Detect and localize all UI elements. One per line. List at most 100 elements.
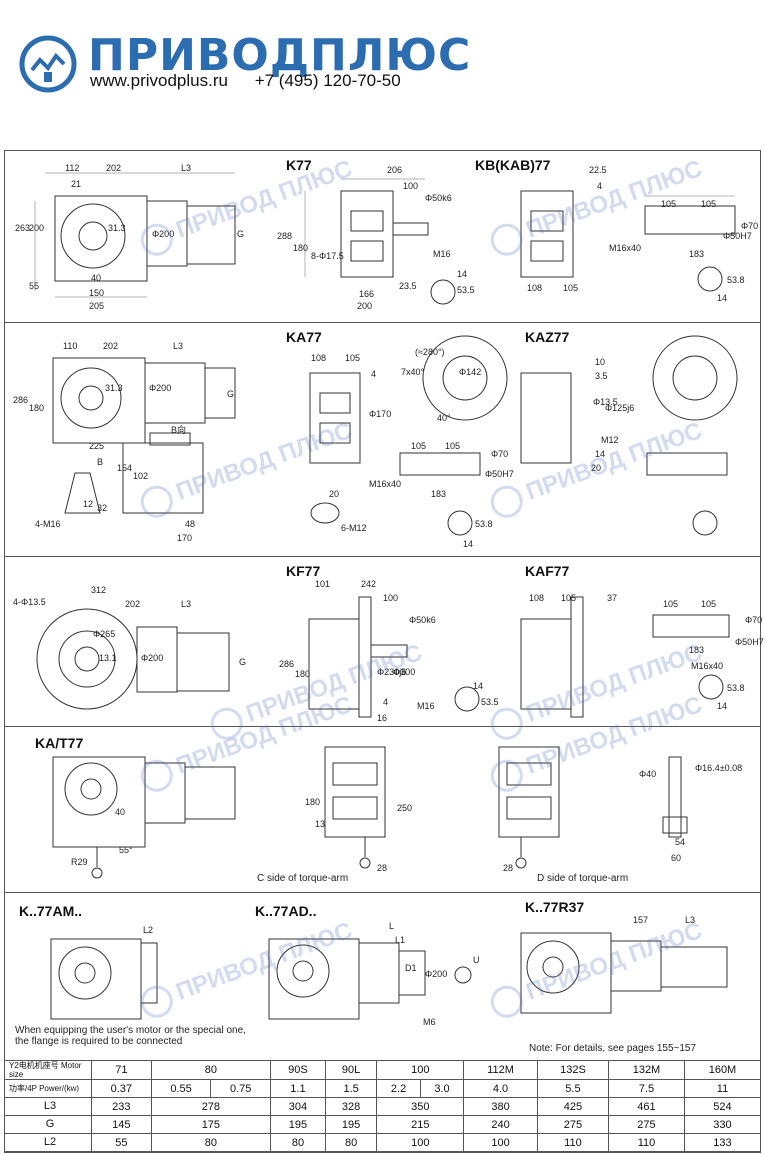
dim: 10 <box>595 357 606 367</box>
header: ПРИВОДПЛЮС www.privodplus.ru +7 (495) 12… <box>0 0 765 120</box>
table-row: L2 55 80 80 80 100 100 110 110 133 <box>4 1133 762 1152</box>
dim: Φ265 <box>93 629 116 639</box>
table-cell: 110 <box>608 1133 685 1152</box>
phone-number: +7 (495) 120-70-50 <box>254 71 401 90</box>
table-cell: 304 <box>270 1097 326 1116</box>
title-k77: K77 <box>286 157 312 173</box>
dim: 4 <box>383 697 389 707</box>
table-cell: 55 <box>91 1133 152 1152</box>
dim: 105 <box>663 599 679 609</box>
table-cell: 110 <box>536 1133 610 1152</box>
dim: 55° <box>119 845 133 855</box>
title-kaz77: KAZ77 <box>525 329 570 345</box>
dim: 150 <box>89 288 105 298</box>
dim: 180 <box>293 243 309 253</box>
dim: 14 <box>457 269 468 279</box>
table-row: G 145 175 195 195 215 240 275 275 330 <box>4 1115 762 1134</box>
dim: G <box>237 229 245 239</box>
row-header: 功率/4P Power/(kw) <box>4 1079 92 1098</box>
table-cell: 133 <box>683 1133 762 1152</box>
dim: 180 <box>295 669 311 679</box>
dim: Φ50H7 <box>723 231 752 241</box>
title-kaf77: KAF77 <box>525 563 570 579</box>
table-cell: 112M <box>463 1060 538 1080</box>
drawing-sheet: K77 KB(KAB)77 112 202 L3 21 263 200 31.3… <box>4 150 764 1153</box>
dim: (≈280°) <box>415 347 445 357</box>
table-cell: 80 <box>270 1133 326 1152</box>
table-cell: 380 <box>463 1097 538 1116</box>
section-kat77: KA/T77 40 55° R29 180 13 250 28 28 Φ40 Φ… <box>5 691 760 893</box>
dim: Φ230j6 <box>377 667 407 677</box>
dim: 263 <box>15 223 31 233</box>
dim: 6-M12 <box>341 523 367 533</box>
row-header: L2 <box>4 1133 92 1152</box>
dim: M16x40 <box>609 243 642 253</box>
dim: Φ16.4±0.08 <box>695 763 743 773</box>
table-cell: 11 <box>683 1079 762 1098</box>
table-cell: 5.5 <box>536 1079 610 1098</box>
table-cell: 233 <box>91 1097 152 1116</box>
dim: Φ142 <box>459 367 482 377</box>
dim: 180 <box>305 797 321 807</box>
title-k77ad: K..77AD.. <box>255 903 317 919</box>
dim: 105 <box>701 199 717 209</box>
dim: D1 <box>405 963 417 973</box>
section-k77: K77 KB(KAB)77 112 202 L3 21 263 200 31.3… <box>5 151 760 323</box>
dim: 170 <box>177 533 193 543</box>
table-cell: 461 <box>608 1097 685 1116</box>
dim: 37 <box>607 593 618 603</box>
dim: B <box>97 457 104 467</box>
dim: 242 <box>361 579 377 589</box>
website-link[interactable]: www.privodplus.ru <box>90 71 228 90</box>
dim: 53.5 <box>481 697 499 707</box>
dim: 28 <box>377 863 388 873</box>
dim: 22.5 <box>589 165 607 175</box>
dim: 205 <box>89 301 105 311</box>
dim: 14 <box>463 539 474 549</box>
dim: 105 <box>561 593 577 603</box>
dim: 53.8 <box>727 683 745 693</box>
dim: U <box>473 955 480 965</box>
dim: 48 <box>185 519 196 529</box>
dim: 100 <box>383 593 399 603</box>
dim: B向 <box>171 425 187 435</box>
table-cell: 275 <box>608 1115 685 1134</box>
table-cell: 80 <box>324 1133 378 1152</box>
title-kb-kab77: KB(KAB)77 <box>475 157 551 173</box>
table-cell: 0.75 <box>210 1079 272 1098</box>
dim: 112 <box>65 163 80 173</box>
dim: 180 <box>29 403 45 413</box>
table-cell: 0.55 <box>150 1079 212 1098</box>
dim: M16x40 <box>369 479 402 489</box>
dim: M16x40 <box>691 661 724 671</box>
dim: 14 <box>717 701 728 711</box>
dim: 13.1 <box>99 653 117 663</box>
drawing-kam <box>50 932 728 1020</box>
dim: Φ300 <box>393 667 416 677</box>
dim: 40 <box>91 273 102 283</box>
dim: Φ50k6 <box>409 615 436 625</box>
dim: Φ40 <box>639 769 657 779</box>
dim: Φ200 <box>149 383 172 393</box>
dim: 105 <box>701 599 717 609</box>
dim: 12 <box>83 499 94 509</box>
dim: 154 <box>117 463 133 473</box>
table-cell: 195 <box>324 1115 378 1134</box>
dim: Φ70 <box>745 615 763 625</box>
dim: 105 <box>661 199 677 209</box>
dim: 16 <box>377 713 388 723</box>
dim: 14 <box>717 293 728 303</box>
dim: 286 <box>279 659 295 669</box>
dim: 200 <box>29 223 45 233</box>
table-cell: 132S <box>536 1060 610 1080</box>
dim: 23.5 <box>399 281 417 291</box>
dim: 101 <box>315 579 331 589</box>
table-row: L3 233 278 304 328 350 380 425 461 524 <box>4 1097 762 1116</box>
dim: M16 <box>417 701 435 711</box>
dim: 7x40° <box>401 367 425 377</box>
row-header: L3 <box>4 1097 92 1116</box>
dim: 21 <box>71 179 82 189</box>
section-kam: K..77AM.. K..77AD.. K..77R37 L2 L L1 D1 … <box>5 893 760 1059</box>
drawing-kf77 <box>36 596 730 718</box>
label-c-side: C side of torque-arm <box>257 873 349 884</box>
